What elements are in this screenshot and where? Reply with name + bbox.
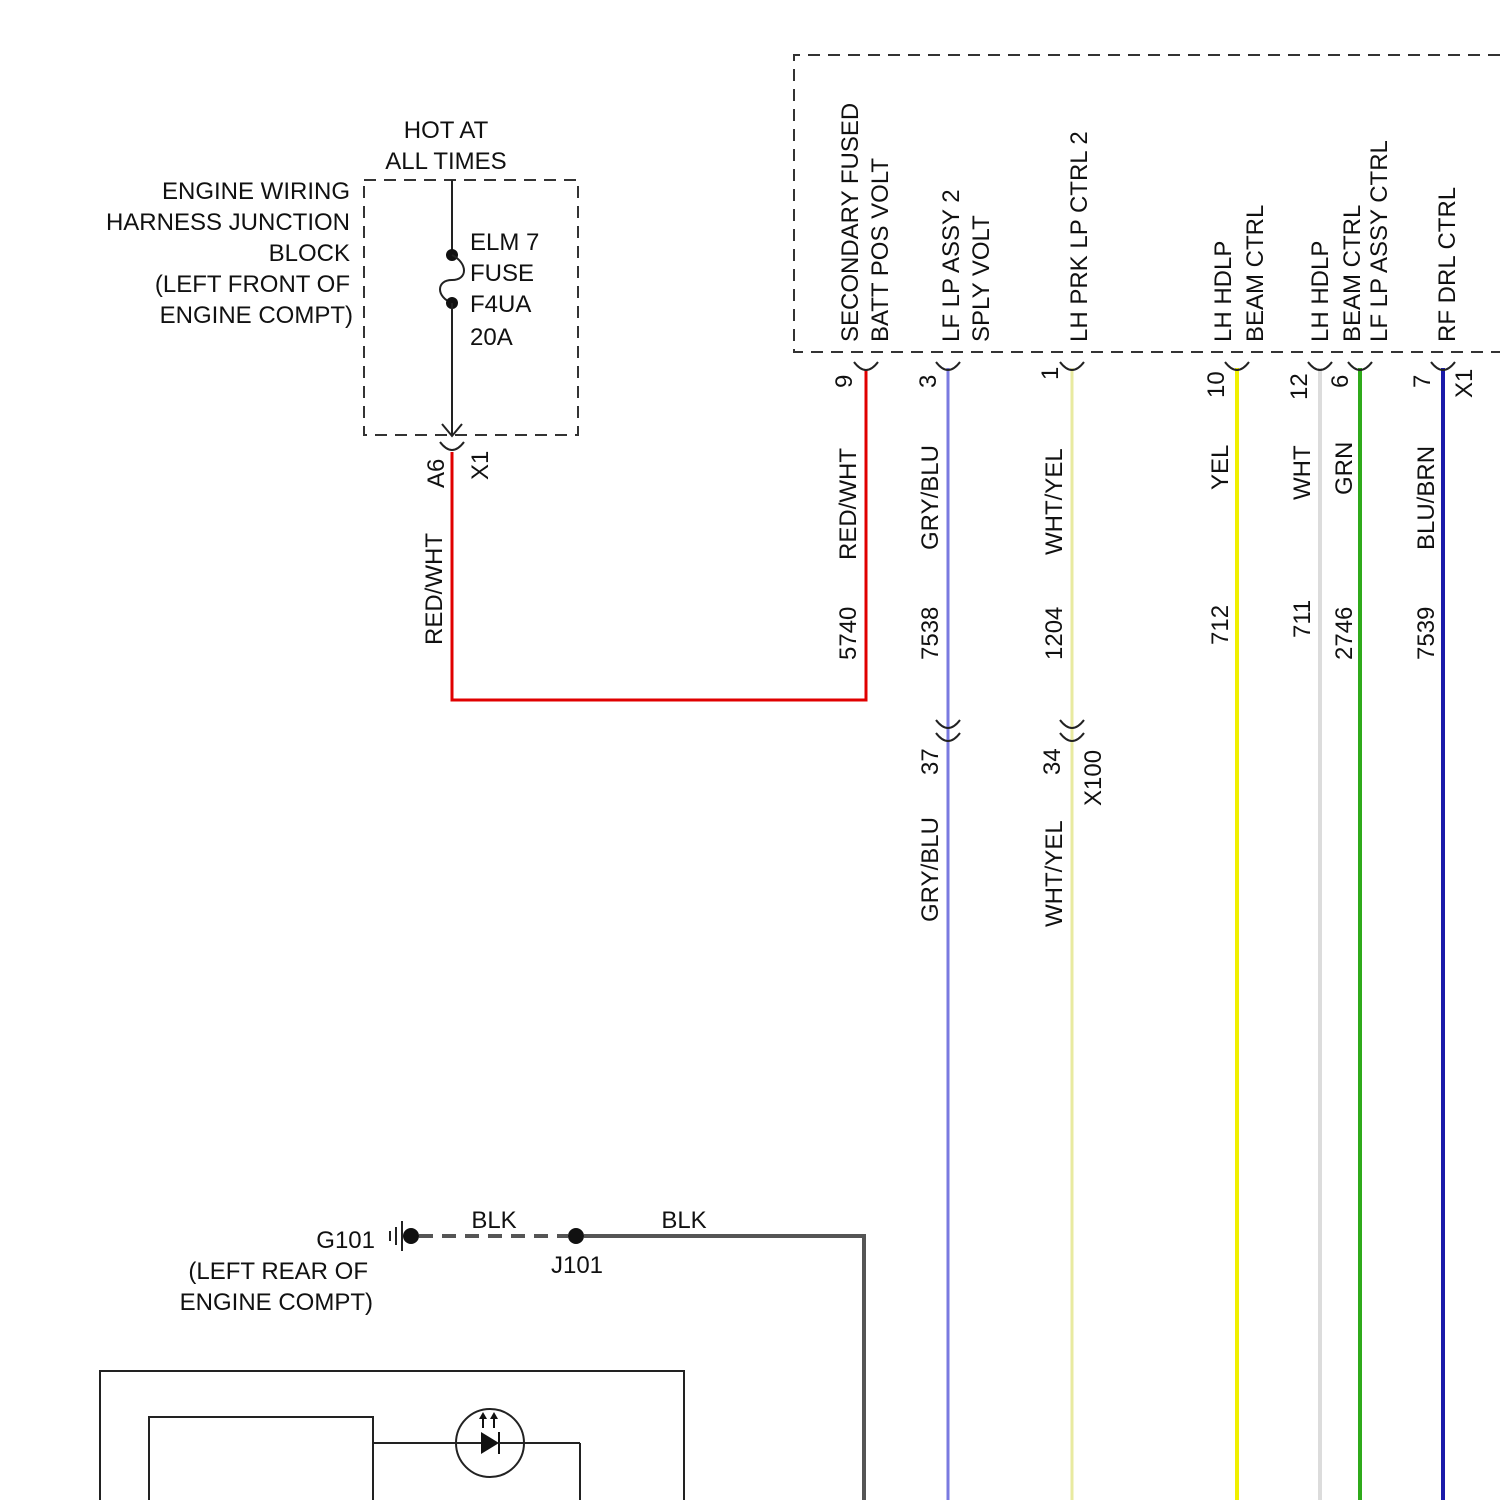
- wire-color: WHT: [1289, 445, 1316, 500]
- feed-wire-red-wht: [452, 370, 866, 700]
- hot-status-line-2: ALL TIMES: [385, 148, 506, 175]
- circuit-pin-9: SECONDARY FUSED BATT POS VOLT 9 RED/WHT …: [831, 103, 894, 660]
- ground-wire: [584, 1236, 864, 1500]
- ground-point: [403, 1228, 419, 1244]
- wire-color: BLU/BRN: [1413, 446, 1440, 550]
- circuit-number: 712: [1207, 605, 1234, 645]
- wire-color: GRN: [1331, 442, 1358, 495]
- pin-number: 7: [1409, 375, 1436, 388]
- circuit-number: 2746: [1331, 607, 1358, 660]
- circuit-pin-10: LH HDLP BEAM CTRL 10 YEL 712: [1203, 205, 1269, 1500]
- junction-block: HOT AT ALL TIMES ENGINE WIRING HARNESS J…: [106, 117, 578, 645]
- lamp-module-box: [149, 1417, 373, 1500]
- inline-pin-34: 34: [1039, 748, 1066, 775]
- circuit-number: 1204: [1041, 607, 1068, 660]
- circuit-function-line-1: SECONDARY FUSED: [837, 103, 864, 342]
- led-icon: [456, 1409, 524, 1477]
- splice-point: [568, 1228, 584, 1244]
- circuit-function-line-1: LH HDLP: [1307, 241, 1334, 342]
- circuit-function-line-1: LF LP ASSY 2: [938, 189, 965, 342]
- lamp-assembly-outline: [100, 1371, 684, 1500]
- source-pin: A6: [423, 459, 450, 488]
- splice-id: J101: [551, 1252, 603, 1279]
- ground-location-1: (LEFT REAR OF: [188, 1258, 368, 1285]
- wire-color: WHT/YEL: [1041, 448, 1068, 555]
- pin-number: 3: [915, 375, 942, 388]
- ground-id: G101: [316, 1227, 375, 1254]
- inline-wire-color-gry-blu: GRY/BLU: [917, 817, 944, 922]
- junction-block-name-3: BLOCK: [269, 240, 350, 267]
- inline-wire-color-wht-yel: WHT/YEL: [1041, 820, 1068, 927]
- circuit-function-line-1: RF DRL CTRL: [1434, 187, 1461, 342]
- fuse-symbol: [440, 180, 464, 436]
- source-wire-color: RED/WHT: [421, 533, 448, 645]
- circuit-pin-1: LH PRK LP CTRL 2 1 WHT/YEL 1204: [1037, 131, 1093, 1500]
- module: SECONDARY FUSED BATT POS VOLT 9 RED/WHT …: [794, 55, 1500, 1500]
- circuit-pin-6: LF LP ASSY CTRL 6 GRN 2746: [1327, 140, 1393, 1500]
- ground-wire-color-left: BLK: [471, 1207, 516, 1234]
- pin-number: 12: [1286, 373, 1313, 400]
- fuse-rating: 20A: [470, 324, 513, 351]
- module-connector-id: X1: [1451, 369, 1478, 398]
- circuit-function-line-2: SPLY VOLT: [968, 215, 995, 342]
- pin-number: 1: [1037, 367, 1064, 380]
- circuit-function-line-2: BEAM CTRL: [1339, 205, 1366, 342]
- inline-connector: 37 34 X100 GRY/BLU WHT/YEL: [917, 720, 1107, 927]
- fuse-line-2: FUSE: [470, 260, 534, 287]
- lamp-assembly: [100, 1371, 684, 1500]
- inline-connector-id: X100: [1080, 750, 1107, 806]
- circuit-pin-12: LH HDLP BEAM CTRL 12 WHT 711: [1286, 205, 1366, 1500]
- pin-number: 6: [1327, 375, 1354, 388]
- module-outline: [794, 55, 1500, 352]
- circuit-function-line-1: LF LP ASSY CTRL: [1366, 140, 1393, 342]
- circuit-number: 5740: [835, 607, 862, 660]
- junction-block-name-1: ENGINE WIRING: [162, 178, 350, 205]
- source-connector-id: X1: [467, 451, 494, 480]
- ground-location-2: ENGINE COMPT): [180, 1289, 373, 1316]
- circuit-function-line-1: LH HDLP: [1210, 241, 1237, 342]
- wire-color: RED/WHT: [835, 448, 862, 560]
- pin-symbol: [854, 362, 878, 370]
- circuit-number: 7538: [917, 607, 944, 660]
- junction-block-location-1: (LEFT FRONT OF: [155, 271, 350, 298]
- source-connector-symbol: [440, 442, 464, 450]
- circuit-number: 7539: [1413, 607, 1440, 660]
- junction-block-location-2: ENGINE COMPT): [160, 302, 353, 329]
- circuit-number: 711: [1289, 600, 1316, 638]
- pin-number: 10: [1203, 371, 1230, 398]
- wire-color: YEL: [1207, 445, 1234, 490]
- wire-color: GRY/BLU: [917, 445, 944, 550]
- fuse-line-3: F4UA: [470, 291, 531, 318]
- circuit-function-line-1: LH PRK LP CTRL 2: [1066, 131, 1093, 342]
- inline-pin-37: 37: [917, 748, 944, 775]
- junction-block-name-2: HARNESS JUNCTION: [106, 209, 350, 236]
- hot-status-line-1: HOT AT: [404, 117, 489, 144]
- pin-number: 9: [831, 375, 858, 388]
- fuse-line-1: ELM 7: [470, 229, 539, 256]
- circuit-function-line-2: BATT POS VOLT: [867, 158, 894, 342]
- ground-icon: [390, 1221, 402, 1251]
- ground-wire-color-right: BLK: [661, 1207, 706, 1234]
- circuit-function-line-2: BEAM CTRL: [1242, 205, 1269, 342]
